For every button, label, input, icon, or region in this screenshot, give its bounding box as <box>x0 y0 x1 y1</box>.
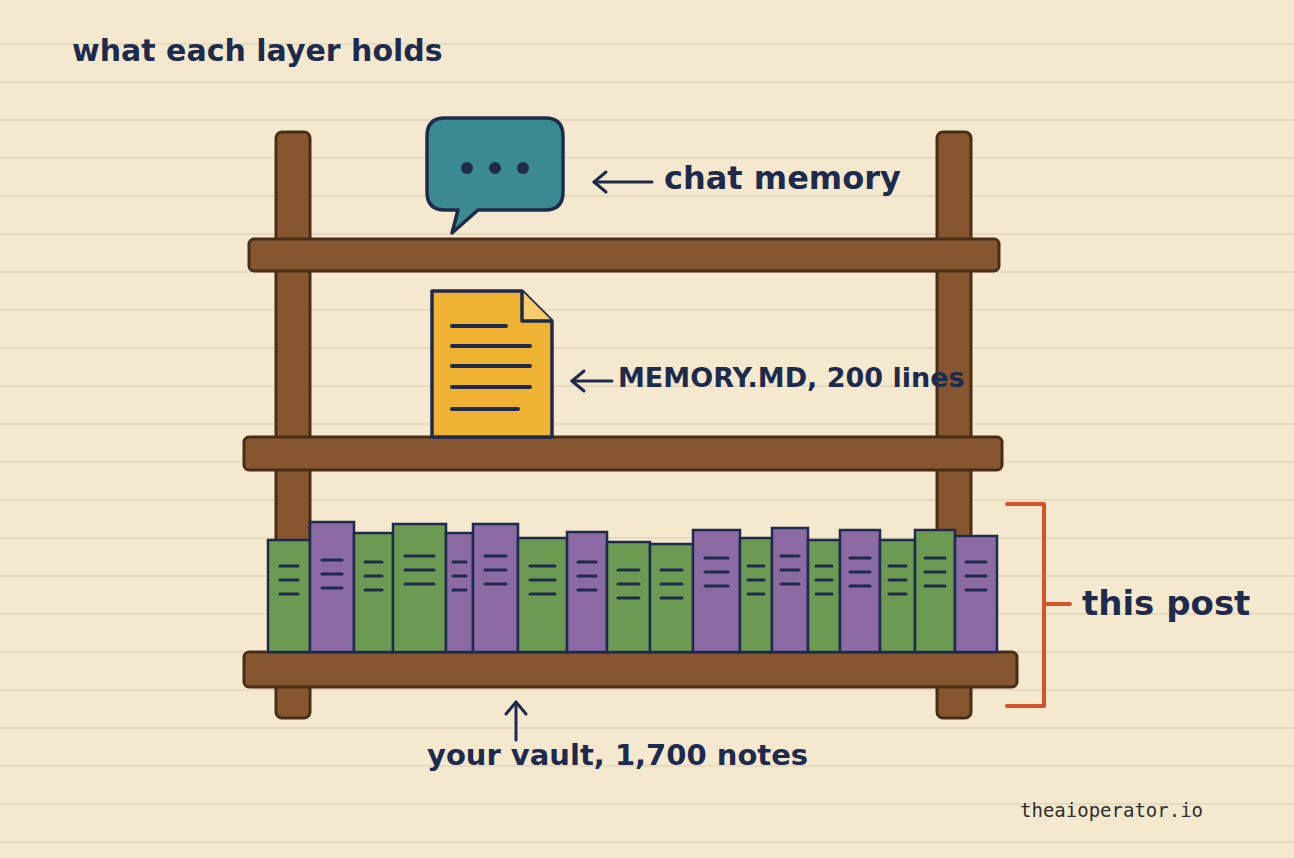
speech-bubble <box>427 118 563 233</box>
bracket <box>1007 504 1070 706</box>
layer-label: your vault, 1,700 notes <box>427 739 808 772</box>
ruled-lines <box>0 44 1294 842</box>
diagram-title: what each layer holds <box>72 34 443 69</box>
document-icon <box>432 291 552 437</box>
bracket-label: this post <box>1082 584 1250 623</box>
leader-arrows <box>506 172 652 740</box>
book-row <box>268 522 997 652</box>
watermark: theaioperator.io <box>1020 800 1203 822</box>
book-spine-lines <box>280 556 986 598</box>
layer-label: chat memory <box>664 160 901 197</box>
shelf-frame <box>244 132 1017 718</box>
layer-label: MEMORY.MD, 200 lines <box>618 362 965 393</box>
